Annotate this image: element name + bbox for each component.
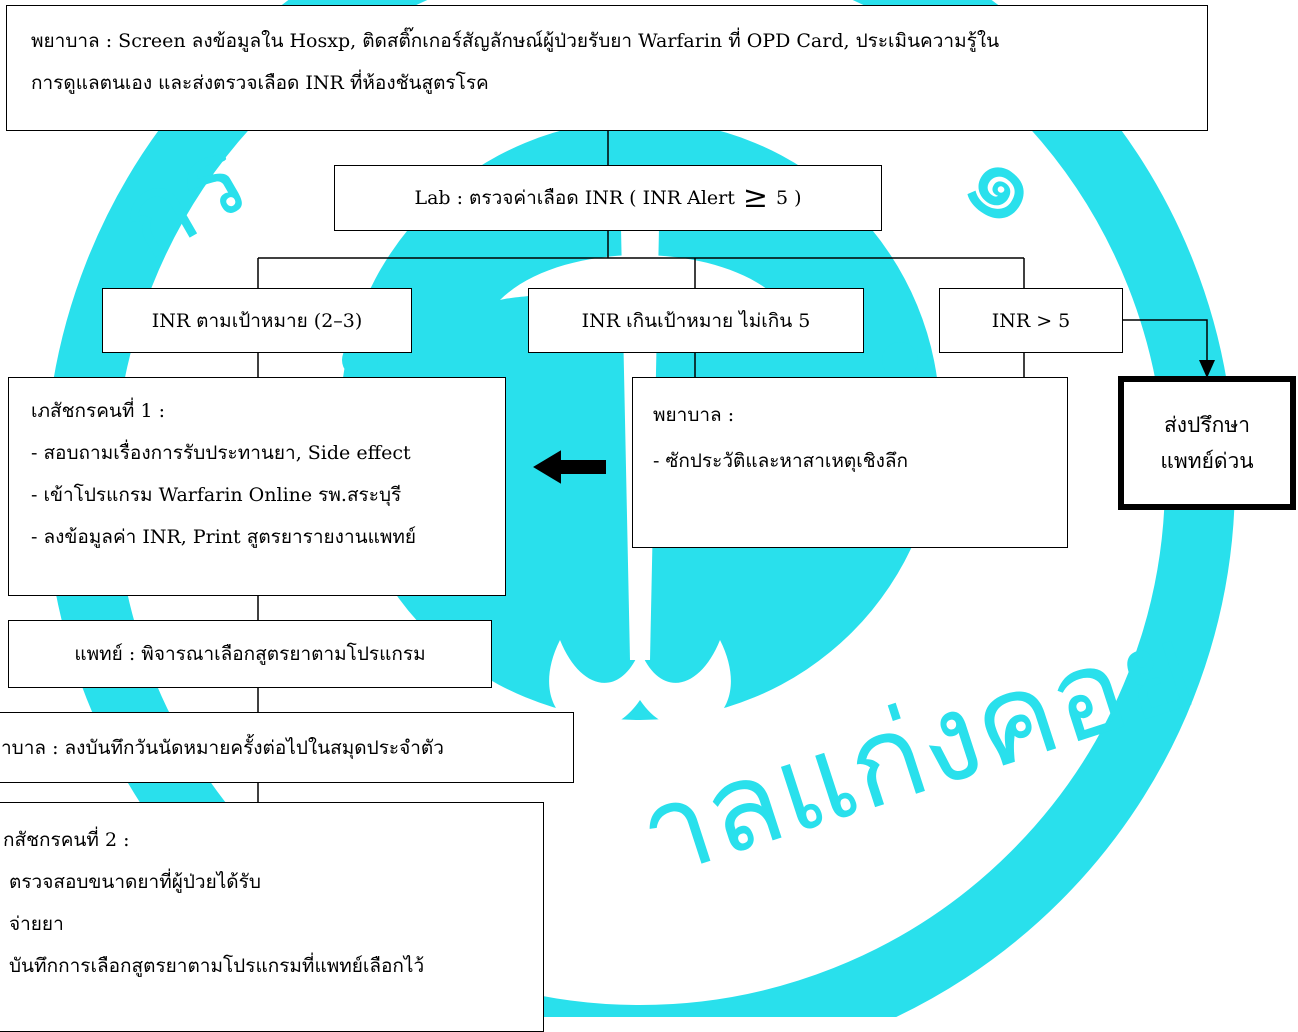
pharmacist1-title: เภสัชกรคนที่ 1 : bbox=[31, 400, 166, 422]
nurse-history-title: พยาบาล : bbox=[653, 404, 735, 426]
nurse-screen-box: พยาบาล : Screen ลงข้อมูลใน Hosxp, ติดสติ… bbox=[6, 5, 1208, 131]
pharmacist1-item: - ลงข้อมูลค่า INR, Print สูตรยารายงานแพท… bbox=[31, 526, 417, 548]
pharmacist2-item: จ่ายยา bbox=[9, 913, 64, 935]
pharmacist1-item: - สอบถามเรื่องการรับประทานยา, Side effec… bbox=[31, 442, 411, 464]
inr-over-box: INR เกินเป้าหมาย ไม่เกิน 5 bbox=[528, 288, 864, 353]
nurse-history-box: พยาบาล : - ซักประวัติและหาสาเหตุเชิงลึก bbox=[632, 377, 1068, 548]
pharmacist1-item: - เข้าโปรแกรม Warfarin Online รพ.สระบุรี bbox=[31, 484, 402, 506]
nurse-history-item: - ซักประวัติและหาสาเหตุเชิงลึก bbox=[653, 450, 909, 472]
lab-box: Lab : ตรวจค่าเลือด INR ( INR Alert ≥ 5 ) bbox=[334, 165, 882, 231]
inr-high-box: INR > 5 bbox=[939, 288, 1123, 353]
pharmacist1-box: เภสัชกรคนที่ 1 : - สอบถามเรื่องการรับประ… bbox=[8, 377, 506, 596]
nurse-screen-line2: การดูแลตนเอง และส่งตรวจเลือด INR ที่ห้อง… bbox=[31, 72, 489, 94]
inr-target-label: INR ตามเป้าหมาย (2–3) bbox=[151, 309, 363, 332]
block-arrow-left bbox=[533, 450, 606, 484]
nurse-appointment-label: าบาล : ลงบันทึกวันนัดหมายครั้งต่อไปในสมุ… bbox=[1, 736, 444, 759]
urgent-line1: ส่งปรึกษา bbox=[1163, 413, 1251, 437]
pharmacist2-title: กสัชกรคนที่ 2 : bbox=[3, 829, 130, 851]
nurse-screen-line1: พยาบาล : Screen ลงข้อมูลใน Hosxp, ติดสติ… bbox=[31, 30, 1000, 52]
doctor-box: แพทย์ : พิจารณาเลือกสูตรยาตามโปรแกรม bbox=[8, 620, 492, 688]
arrowhead-urgent bbox=[1199, 360, 1215, 378]
pharmacist2-box: กสัชกรคนที่ 2 : ตรวจสอบขนาดยาที่ผู้ป่วยไ… bbox=[0, 802, 544, 1032]
lab-symbol: ≥ bbox=[742, 180, 768, 215]
doctor-label: แพทย์ : พิจารณาเลือกสูตรยาตามโปรแกรม bbox=[74, 643, 426, 665]
urgent-line2: แพทย์ด่วน bbox=[1160, 449, 1254, 473]
inr-high-label: INR > 5 bbox=[991, 309, 1071, 332]
nurse-appointment-box: าบาล : ลงบันทึกวันนัดหมายครั้งต่อไปในสมุ… bbox=[0, 712, 574, 783]
urgent-consult-box: ส่งปรึกษา แพทย์ด่วน bbox=[1118, 376, 1296, 510]
lab-value: 5 ) bbox=[776, 187, 802, 209]
inr-target-box: INR ตามเป้าหมาย (2–3) bbox=[102, 288, 412, 353]
pharmacist2-item: บันทึกการเลือกสูตรยาตามโปรแกรมที่แพทย์เล… bbox=[9, 955, 425, 977]
line-high-to-urgent bbox=[1123, 319, 1208, 362]
inr-over-label: INR เกินเป้าหมาย ไม่เกิน 5 bbox=[581, 309, 811, 332]
pharmacist2-item: ตรวจสอบขนาดยาที่ผู้ป่วยได้รับ bbox=[9, 871, 261, 893]
lab-label: Lab : ตรวจค่าเลือด INR ( INR Alert bbox=[414, 187, 735, 209]
